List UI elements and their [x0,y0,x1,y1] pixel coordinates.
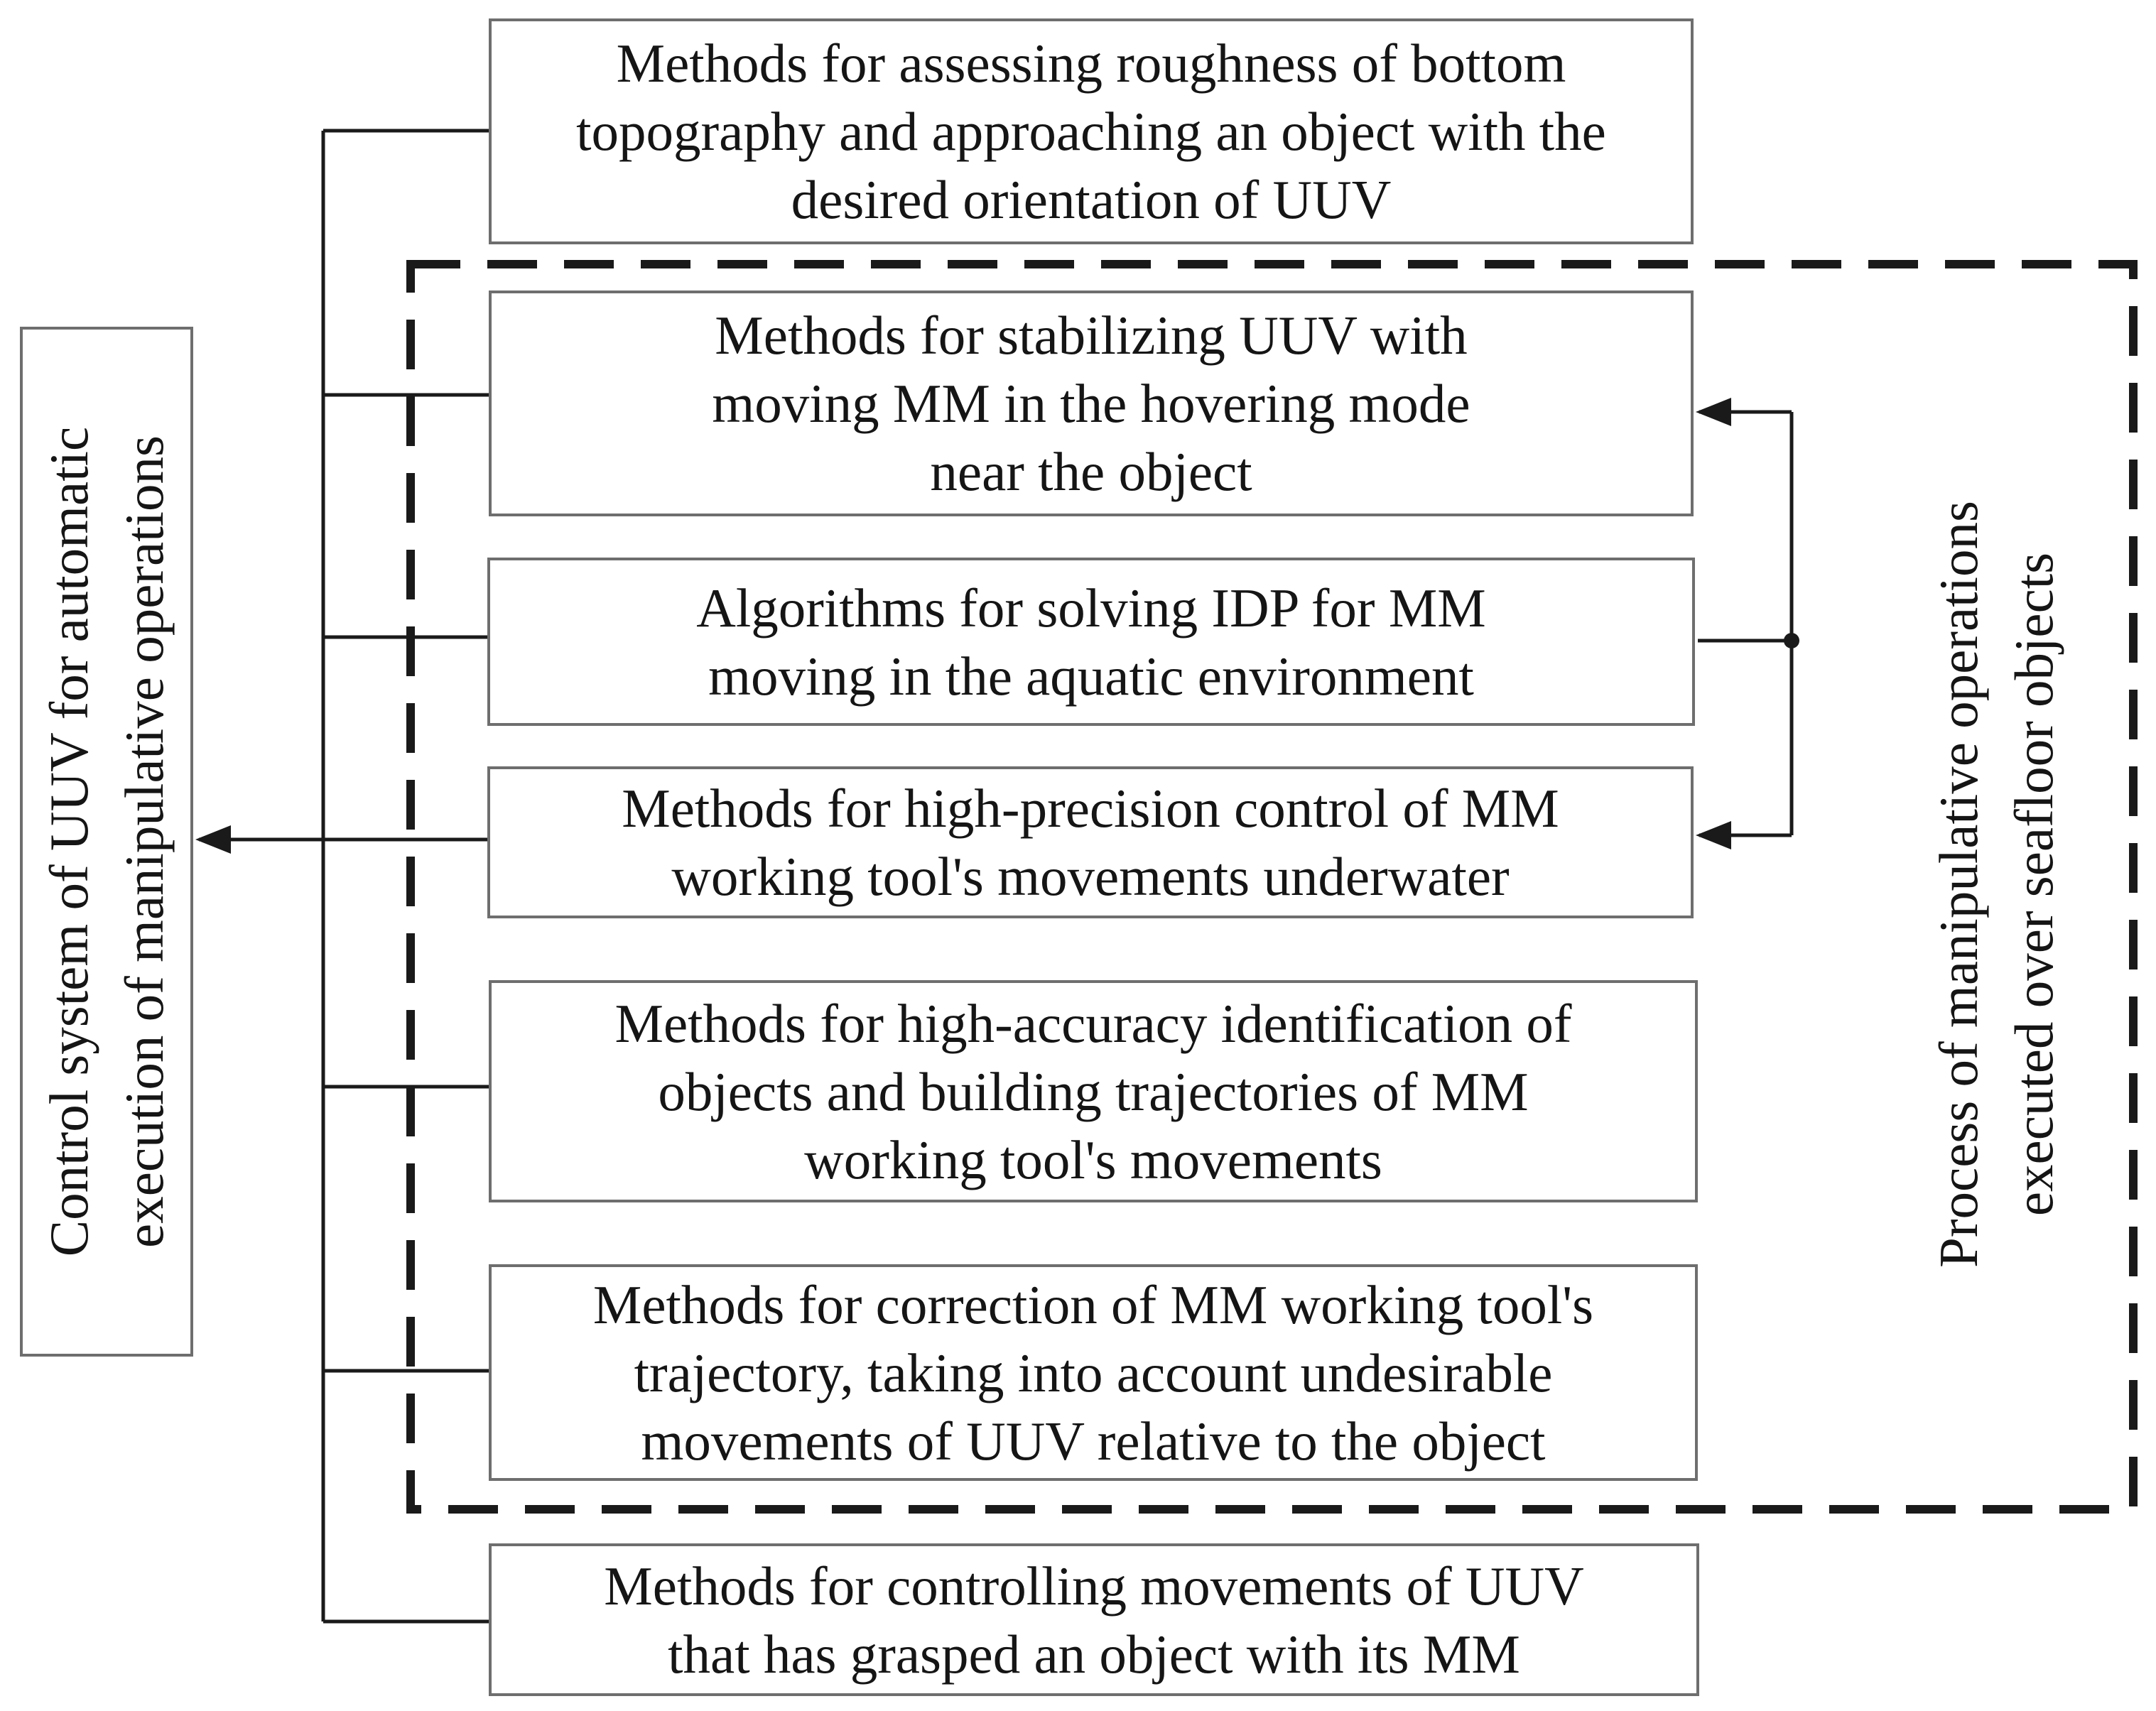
method-text-7: Methods for controlling movements of UUV… [604,1555,1584,1685]
method-box-grasped-object-control: Methods for controlling movements of UUV… [489,1543,1699,1696]
method-text-1: Methods for assessing roughness of botto… [576,33,1606,230]
process-group-label: Process of manipulative operations execu… [1928,501,2064,1268]
control-system-label: Control system of UUV for automatic exec… [38,426,175,1257]
method-text-3: Algorithms for solving IDP for MM moving… [696,577,1486,707]
method-text-5: Methods for high-accuracy identification… [614,992,1572,1190]
method-box-trajectory-correction: Methods for correction of MM working too… [489,1264,1698,1481]
method-text-2: Methods for stabilizing UUV with moving … [712,305,1470,502]
method-text-4: Methods for high-precision control of MM… [622,778,1559,907]
method-text-6: Methods for correction of MM working too… [592,1273,1594,1472]
method-box-identification-trajectories: Methods for high-accuracy identification… [489,980,1698,1202]
junction-dot [1784,633,1799,648]
method-box-roughness-approach: Methods for assessing roughness of botto… [489,18,1694,244]
process-group-dashed-frame [406,260,2138,1514]
method-box-idp-algorithms: Algorithms for solving IDP for MM moving… [487,558,1695,726]
method-box-high-precision-control: Methods for high-precision control of MM… [487,766,1694,918]
method-box-stabilizing-uuv: Methods for stabilizing UUV with moving … [489,290,1694,516]
control-system-box [20,327,193,1357]
